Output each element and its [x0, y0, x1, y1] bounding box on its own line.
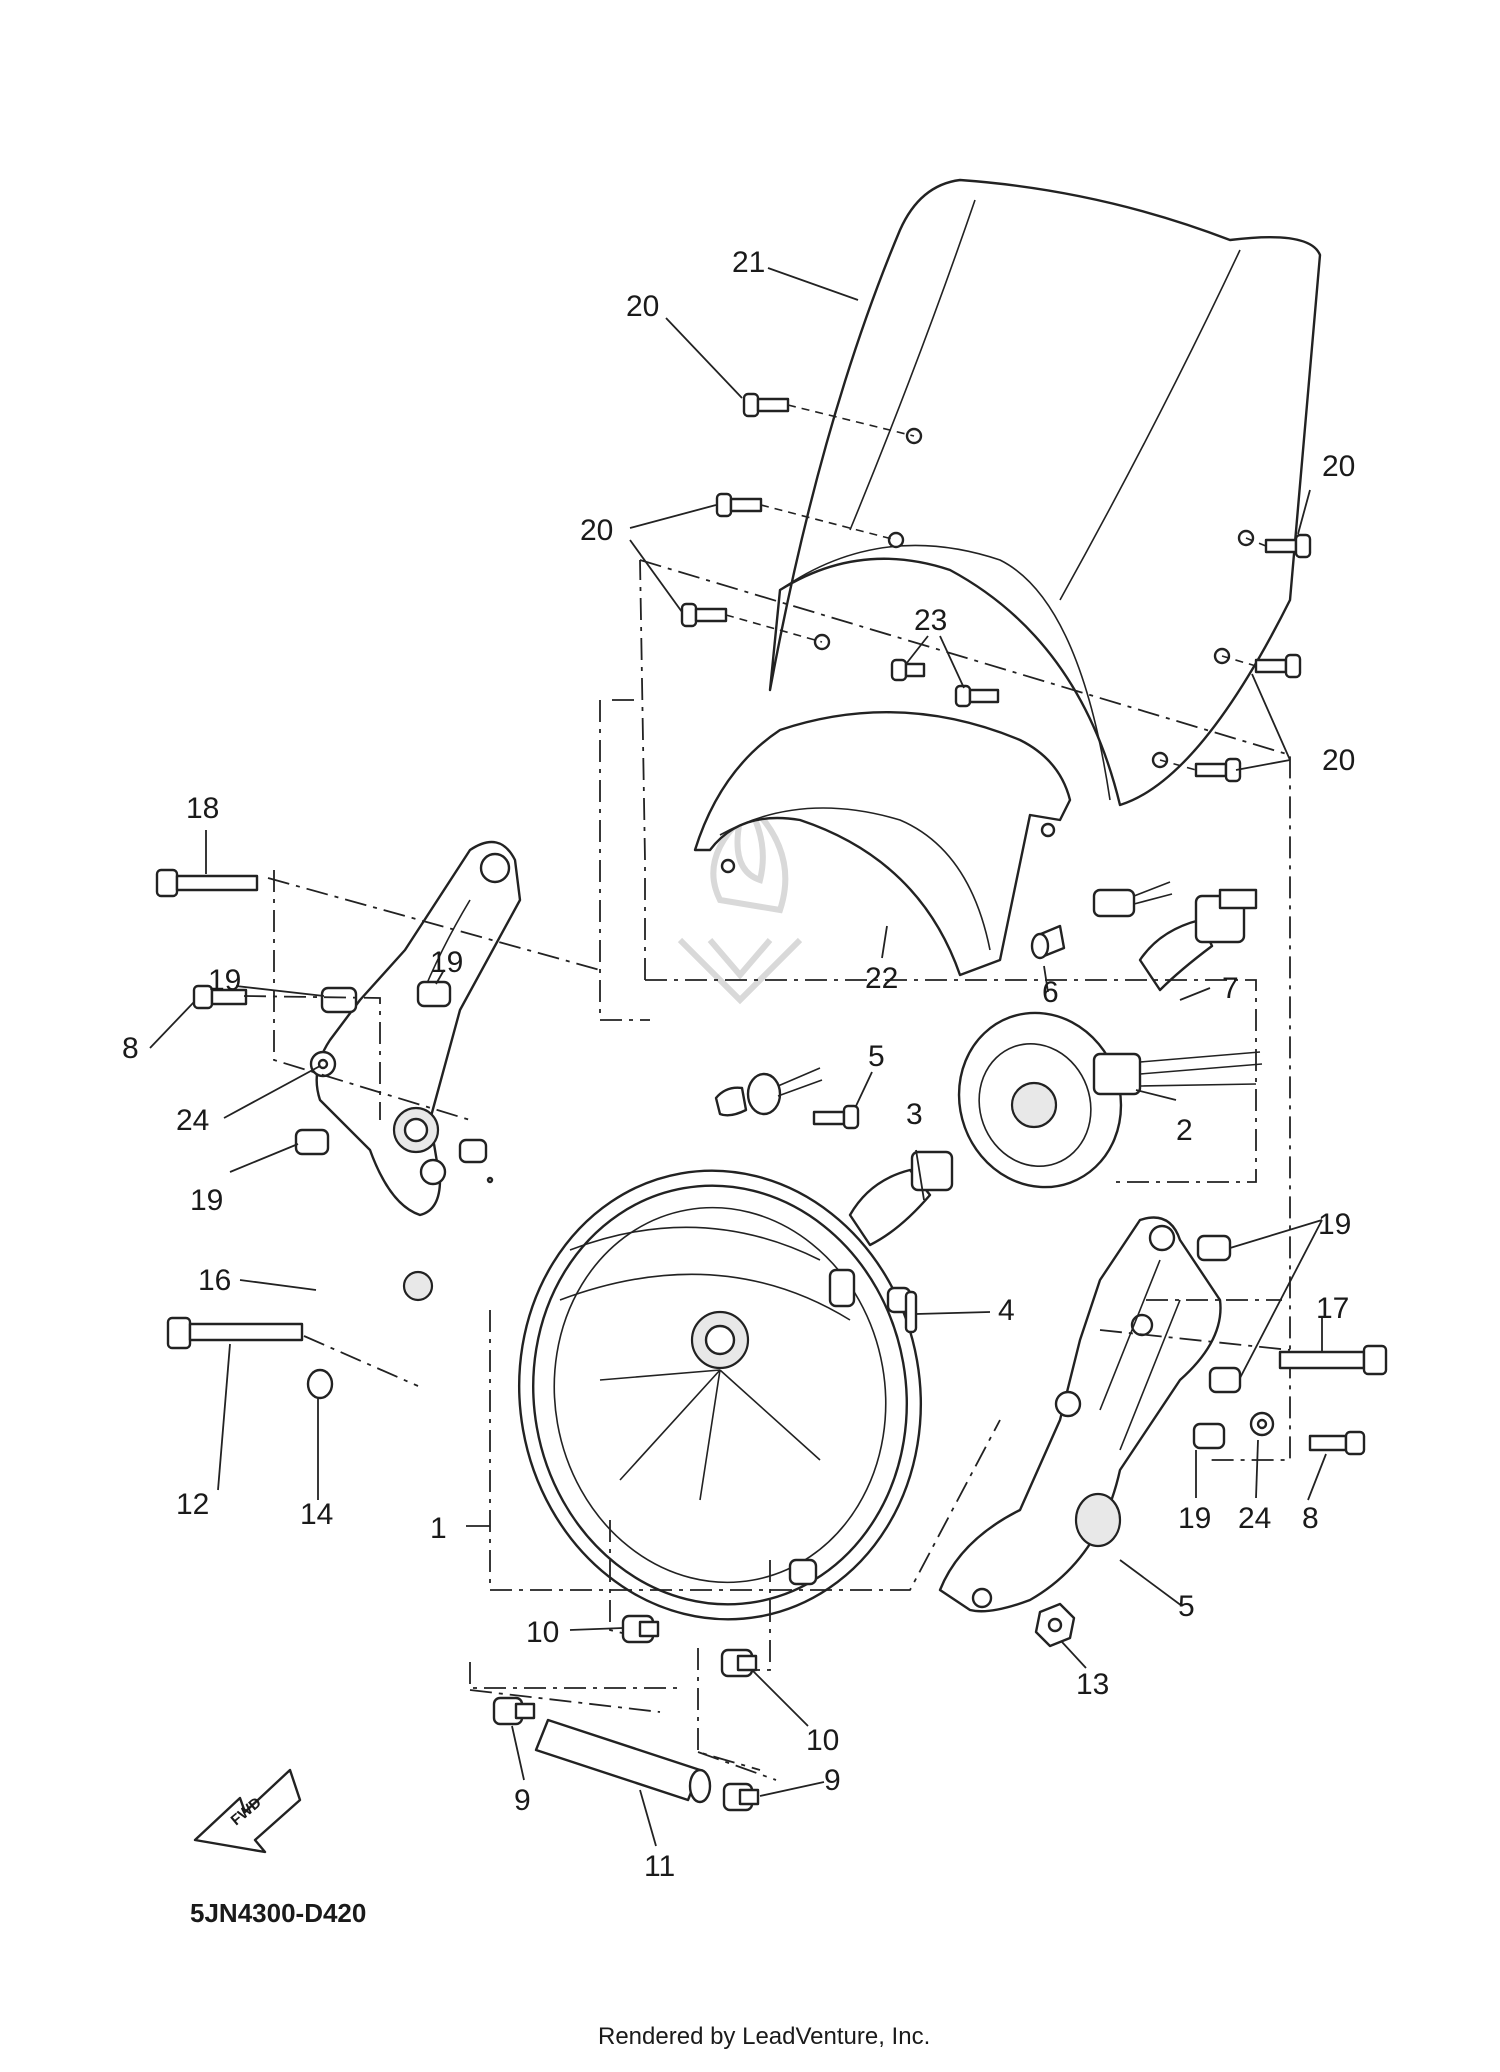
nut-13 — [1034, 1602, 1076, 1648]
collar-10-b — [720, 1648, 758, 1678]
leader-box-a — [599, 699, 650, 1021]
watermark-logo — [677, 797, 803, 1005]
collar-19-left-b — [416, 980, 452, 1008]
bolt-17 — [1278, 1344, 1388, 1376]
callout-24-b: 24 — [1238, 1502, 1271, 1535]
collar-19-right-b — [1208, 1366, 1242, 1394]
callout-19-d: 19 — [1318, 1208, 1351, 1241]
callout-19-e: 19 — [1178, 1502, 1211, 1535]
callout-11: 11 — [644, 1850, 675, 1883]
render-credit: Rendered by LeadVenture, Inc. — [598, 2023, 930, 2050]
left-side-hardware — [155, 868, 601, 1400]
callout-20-d: 20 — [1322, 744, 1355, 777]
callout-20-a: 20 — [626, 290, 659, 323]
callout-4: 4 — [998, 1294, 1015, 1327]
leader-box-e — [489, 1310, 1001, 1591]
bolt-18 — [155, 868, 259, 898]
headlight-cowl-part — [693, 711, 1072, 977]
callout-9-b: 9 — [824, 1764, 841, 1797]
headlight-bulb-part — [1138, 888, 1258, 992]
connector-4 — [886, 1286, 918, 1334]
callout-10-b: 10 — [806, 1724, 839, 1757]
washer-24-right — [1249, 1411, 1275, 1437]
leader-box-c — [639, 559, 646, 980]
washer-24-left — [309, 1050, 337, 1078]
screw-5 — [812, 1104, 860, 1130]
callout-20-c: 20 — [1322, 450, 1355, 483]
callout-6: 6 — [1042, 976, 1059, 1009]
callout-19-c: 19 — [190, 1184, 223, 1217]
bolt-12 — [166, 1316, 304, 1350]
collar-19-left-a — [320, 986, 358, 1014]
collar-10-a — [621, 1614, 660, 1644]
collar-9-b — [722, 1782, 760, 1812]
callout-19-a: 19 — [208, 964, 241, 997]
collar-9-a — [492, 1696, 536, 1726]
bolt-8-right — [1308, 1430, 1366, 1456]
right-bracket-part — [938, 1216, 1222, 1613]
aux-bulb-part — [714, 1067, 823, 1117]
bolt-8-left — [192, 984, 248, 1010]
callout-12: 12 — [176, 1488, 209, 1521]
leader-box-b — [639, 559, 1291, 1461]
headlight-socket-part — [957, 1011, 1263, 1189]
callout-8-a: 8 — [122, 1032, 139, 1065]
callout-13: 13 — [1076, 1668, 1109, 1701]
leader-lines — [149, 267, 1327, 1847]
callout-17: 17 — [1316, 1292, 1349, 1325]
callout-19-b: 19 — [430, 946, 463, 979]
callout-10-a: 10 — [526, 1616, 559, 1649]
callout-3: 3 — [906, 1098, 923, 1131]
callout-numbers: 21 20 20 20 20 23 18 19 19 19 19 19 8 8 … — [122, 246, 1355, 1883]
collar-19-right-c — [1192, 1422, 1226, 1450]
callout-5-a: 5 — [868, 1040, 885, 1073]
callout-2: 2 — [1176, 1114, 1193, 1147]
callout-24-a: 24 — [176, 1104, 209, 1137]
windshield-screws — [680, 392, 1312, 783]
callout-9-a: 9 — [514, 1784, 531, 1817]
lower-hardware — [469, 1614, 777, 1812]
callout-20-b: 20 — [580, 514, 613, 547]
windshield-part — [768, 178, 1322, 807]
position-bulb-part — [1030, 881, 1173, 960]
diagram-code: 5JN4300-D420 — [190, 1898, 366, 1928]
callout-16: 16 — [198, 1264, 231, 1297]
collar-19-right-a — [1196, 1234, 1232, 1262]
callout-7: 7 — [1222, 972, 1239, 1005]
callout-21: 21 — [732, 246, 765, 279]
callout-14: 14 — [300, 1498, 333, 1531]
callout-8-b: 8 — [1302, 1502, 1319, 1535]
callout-5-b: 5 — [1178, 1590, 1195, 1623]
callout-18: 18 — [186, 792, 219, 825]
leader-box-d — [645, 979, 1257, 1183]
collar-19-left-c — [294, 1128, 330, 1156]
callout-1: 1 — [430, 1512, 447, 1545]
left-bracket-part — [315, 840, 522, 1302]
callout-22: 22 — [865, 962, 898, 995]
right-side-hardware — [1034, 1234, 1388, 1648]
main-bulb-part — [848, 1150, 954, 1247]
washer-14 — [306, 1368, 334, 1400]
forward-arrow-icon: FWD — [193, 1768, 302, 1854]
headlight-unit-part — [518, 1169, 922, 1621]
spacer-11 — [534, 1718, 712, 1804]
callout-23: 23 — [914, 604, 947, 637]
